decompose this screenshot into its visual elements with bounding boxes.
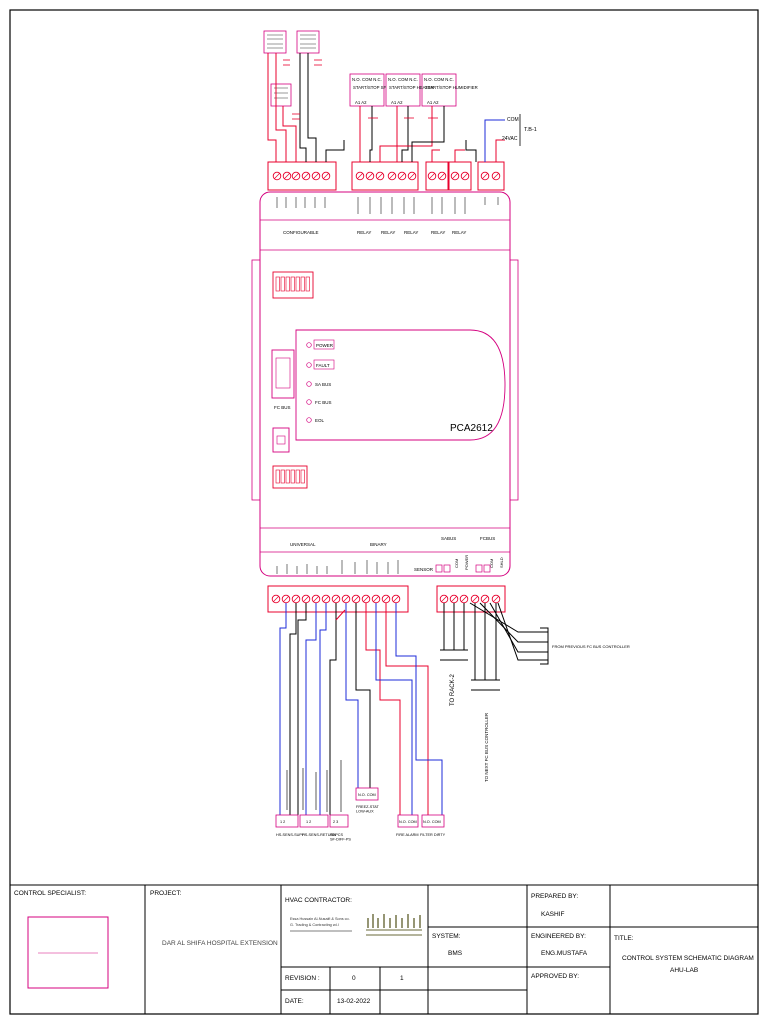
- group-label-relay-5: RELAY: [452, 230, 466, 235]
- date-label: DATE:: [285, 998, 304, 1005]
- group-label-relay-4: RELAY: [431, 230, 445, 235]
- group-label-universal: UNIVERSAL: [290, 542, 316, 547]
- contractor-logo: Essa Hussain Al-Nusaifi & Sons co. G. Tr…: [290, 914, 422, 936]
- group-label-sensor: SENSOR: [414, 567, 434, 572]
- fc-bus-port-label: FC BUS: [274, 405, 291, 410]
- contractor-name-line1: Essa Hussain Al-Nusaifi & Sons co.: [290, 917, 350, 921]
- field-device-2-label: HS-SENS-RETURN: [302, 833, 336, 837]
- power-led-icon: [306, 342, 312, 348]
- prepared-by-value: KASHIF: [541, 911, 565, 918]
- field-device-4-pins: N.O. COM: [358, 793, 376, 797]
- relay-sf: [349, 73, 385, 107]
- field-device-1-pins: 1 2: [280, 820, 285, 824]
- field-device-6-label: FILTER DIRTY: [420, 833, 446, 837]
- address-switch: [272, 427, 290, 453]
- arabic-logo-icon: [366, 914, 422, 936]
- status-leds: POWER FAULT SA BUS FC BUS EOL: [306, 339, 335, 423]
- revision-label: REVISION :: [285, 975, 320, 982]
- sabus-com-label: COM: [454, 559, 459, 568]
- group-label-binary: BINARY: [370, 542, 387, 547]
- engineered-by-label: ENGINEERED BY:: [531, 933, 586, 940]
- title-block: [9, 884, 759, 1015]
- revision-value-1: 1: [400, 975, 404, 982]
- transformer-label: T.B-1: [524, 127, 537, 133]
- field-devices: [275, 787, 445, 828]
- relay-heater-contacts: N.O. COM N.C.: [388, 77, 418, 82]
- project-name: DAR AL SHIFA HOSPITAL EXTENSION: [162, 940, 278, 947]
- date-value: 13-02-2022: [337, 998, 371, 1005]
- fcbus-shld-label: SHLD: [499, 557, 504, 568]
- group-label-fcbus: FCBUS: [480, 536, 495, 541]
- system-label: SYSTEM:: [432, 933, 461, 940]
- field-device-notes: [286, 760, 342, 812]
- relay-heater: [385, 73, 421, 107]
- field-device-6-pins: N.O. COM: [423, 820, 441, 824]
- fc-bus-port: [271, 349, 295, 399]
- relay-heater-function: START/STOP HEATER: [389, 85, 434, 90]
- approved-by-label: APPROVED BY:: [531, 973, 579, 980]
- terminal-block-top: [267, 161, 505, 191]
- control-specialist-label: CONTROL SPECIALIST:: [14, 890, 86, 897]
- led-label-eol: EOL: [315, 418, 325, 423]
- sabus-power-label: POWER: [464, 555, 469, 570]
- relay-heater-terminals: A1 A2: [391, 100, 403, 105]
- field-device-5-pins: N.O. COM: [399, 820, 417, 824]
- group-label-sabus: SABUS: [441, 536, 456, 541]
- led-label-power: POWER: [316, 343, 334, 348]
- revision-value-0: 0: [352, 975, 356, 982]
- fcbus-com-label: COM: [489, 559, 494, 568]
- led-label-fc-bus: FC BUS: [315, 400, 332, 405]
- fcbus-next-label: TO NEXT FC BUS CONTROLLER: [484, 712, 489, 782]
- power-com-label: COM: [507, 117, 519, 123]
- sabus-destination-label: TO RACK-2: [450, 673, 456, 706]
- field-device-1-label: HS-SENS-SUPP: [276, 833, 305, 837]
- group-label-configurable: CONFIGURABLE: [283, 230, 319, 235]
- group-label-relay-1: RELAY: [357, 230, 371, 235]
- system-value: BMS: [448, 950, 463, 957]
- group-label-relay-2: RELAY: [381, 230, 395, 235]
- relay-sf-contacts: N.O. COM N.C.: [352, 77, 382, 82]
- status-led-panel: [295, 329, 506, 441]
- led-label-sa-bus: SA BUS: [315, 382, 331, 387]
- pin-labels-top: [276, 197, 499, 214]
- led-label-fault: FAULT: [316, 363, 330, 368]
- hvac-contractor-label: HVAC CONTRACTOR:: [285, 897, 352, 904]
- group-label-relay-3: RELAY: [404, 230, 418, 235]
- title-line-1: CONTROL SYSTEM SCHEMATIC DIAGRAM: [622, 955, 754, 962]
- title-line-2: AHU-LAB: [670, 967, 698, 974]
- sa-bus-led-icon: [306, 381, 312, 387]
- top-wiring: [263, 30, 505, 162]
- relay-humidifier-function: START/STOP HUMIDIFIER: [425, 85, 478, 90]
- power-supply-label: 24VAC: [502, 136, 518, 142]
- field-device-2-pins: 1 2: [306, 820, 311, 824]
- bottom-wiring: [279, 602, 549, 815]
- field-device-5-label: FIRE ALARM: [396, 833, 419, 837]
- controller-module: FC BUS PCA2612: [251, 191, 519, 577]
- relay-sf-terminals: A1 A2: [355, 100, 367, 105]
- fcbus-previous-label: FROM PREVIOUS FC BUS CONTROLLER: [552, 644, 630, 649]
- dip-switch-bottom: [272, 465, 308, 489]
- pin-labels-bottom: [276, 560, 399, 574]
- field-device-3-pins: 2 3: [333, 820, 338, 824]
- engineered-by-value: ENG.MUSTAFA: [541, 950, 588, 957]
- relay-humidifier: [421, 73, 457, 107]
- title-label: TITLE:: [614, 935, 634, 942]
- eol-led-icon: [306, 417, 312, 423]
- fault-led-icon: [306, 362, 312, 368]
- contractor-name-line2: G. Trading & Contracting w.l.l: [290, 923, 339, 927]
- controller-model-label: PCA2612: [450, 423, 493, 434]
- terminal-block-bottom: [267, 585, 506, 613]
- project-label: PROJECT:: [150, 890, 182, 897]
- relay-humidifier-contacts: N.O. COM N.C.: [424, 77, 454, 82]
- relay-sf-function: START/STOP SF: [353, 85, 386, 90]
- dip-switch-top: [272, 271, 314, 299]
- relay-humidifier-terminals: A1 A2: [427, 100, 439, 105]
- fc-bus-led-icon: [306, 399, 312, 405]
- prepared-by-label: PREPARED BY:: [531, 893, 578, 900]
